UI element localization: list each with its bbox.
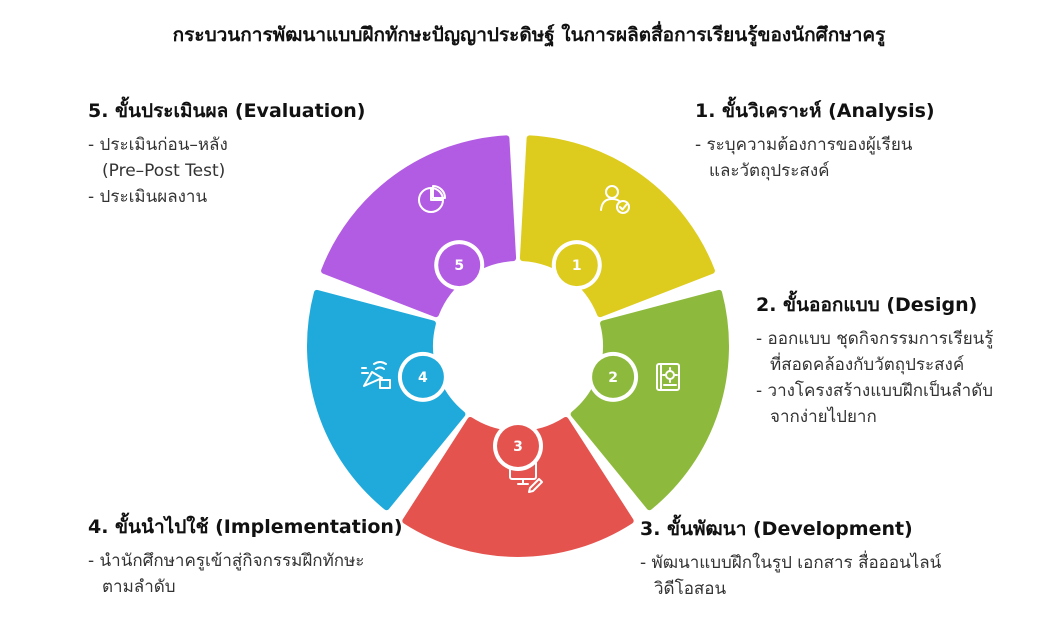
step-2-heading: 2. ขั้นออกแบบ (Design) — [756, 294, 978, 316]
diagram-title: กระบวนการพัฒนาแบบฝึกทักษะปัญญาประดิษฐ์ ใ… — [172, 24, 886, 46]
step-1-number: 1 — [572, 258, 582, 274]
step-4-heading: 4. ขั้นนำไปใช้ (Implementation) — [88, 516, 403, 538]
segment-step-1 — [519, 135, 715, 318]
step-2-text-line: - วางโครงสร้างแบบฝึกเป็นลำดับ — [756, 381, 994, 401]
step-2-text-line: จากง่ายไปยาก — [770, 407, 877, 427]
step-4-badge — [401, 355, 444, 398]
step-3-number: 3 — [513, 439, 523, 455]
step-3-heading: 3. ขั้นพัฒนา (Development) — [640, 518, 913, 540]
step-5-number: 5 — [454, 258, 464, 274]
step-3-badge — [497, 425, 539, 467]
step-4-text-line: ตามลำดับ — [102, 577, 176, 597]
step-2-description: 2. ขั้นออกแบบ (Design) - ออกแบบ ชุดกิจกร… — [756, 290, 993, 430]
step-2-number: 2 — [608, 370, 618, 386]
step-4-number: 4 — [418, 370, 428, 386]
step-3-text-line: วิดีโอสอน — [654, 579, 727, 599]
step-5-description: 5. ขั้นประเมินผล (Evaluation) - ประเมินก… — [88, 96, 366, 210]
rocket-launch-icon — [361, 361, 391, 389]
step-4-description: 4. ขั้นนำไปใช้ (Implementation) - นำนักศ… — [88, 512, 403, 600]
step-5-text-line: - ประเมินผลงาน — [88, 187, 208, 207]
step-1-text-line: - ระบุความต้องการของผู้เรียน — [695, 135, 913, 155]
user-check-icon — [600, 185, 630, 214]
step-2-text-line: - ออกแบบ ชุดกิจกรรมการเรียนรู้ — [756, 329, 994, 349]
design-book-icon — [656, 363, 680, 391]
step-3-description: 3. ขั้นพัฒนา (Development) - พัฒนาแบบฝึก… — [640, 514, 941, 602]
step-2-badge — [592, 355, 635, 398]
step-3-text-line: - พัฒนาแบบฝึกในรูป เอกสาร สื่อออนไลน์ — [640, 553, 942, 573]
step-4-text-line: - นำนักศึกษาครูเข้าสู่กิจกรรมฝึกทักษะ — [88, 551, 365, 571]
step-2-text-line: ที่สอดคล้องกับวัตถุประสงค์ — [770, 355, 965, 375]
step-5-text-line: (Pre–Post Test) — [102, 161, 226, 181]
step-1-description: 1. ขั้นวิเคราะห์ (Analysis) - ระบุความต้… — [695, 96, 935, 184]
step-1-heading: 1. ขั้นวิเคราะห์ (Analysis) — [695, 100, 935, 122]
step-5-heading: 5. ขั้นประเมินผล (Evaluation) — [88, 100, 366, 122]
step-1-badge — [555, 244, 598, 287]
pie-chart-icon — [418, 185, 446, 213]
step-1-text-line: และวัตถุประสงค์ — [709, 161, 830, 181]
step-5-text-line: - ประเมินก่อน–หลัง — [88, 135, 228, 155]
step-5-badge — [438, 244, 481, 287]
